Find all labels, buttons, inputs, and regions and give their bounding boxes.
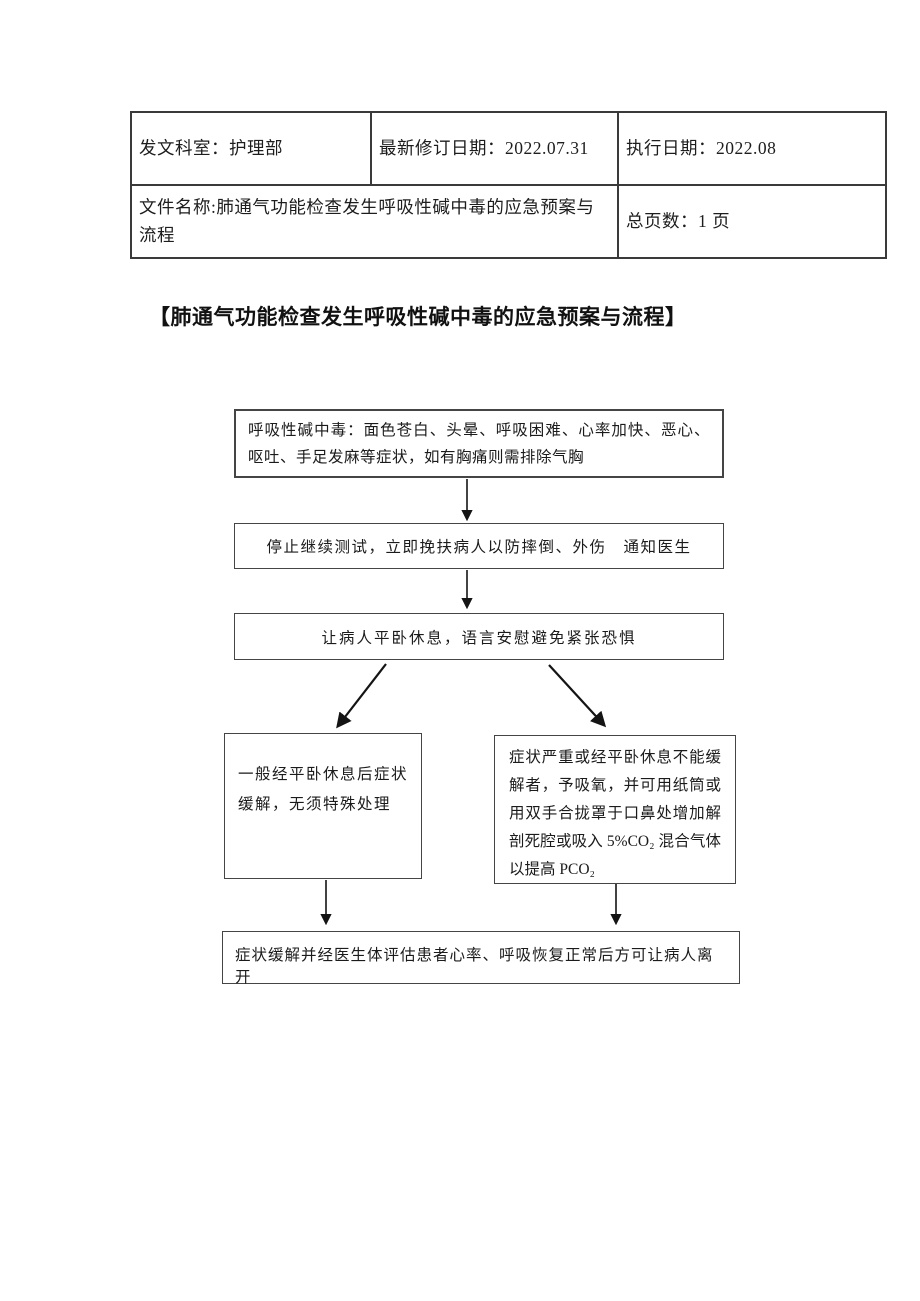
flow-step-symptoms: 呼吸性碱中毒：面色苍白、头晕、呼吸困难、心率加快、恶心、呕吐、手足发麻等症状，如… [234, 409, 724, 478]
issuing-dept-cell: 发文科室：护理部 [130, 111, 372, 186]
file-name-cell: 文件名称:肺通气功能检查发生呼吸性碱中毒的应急预案与流程 [130, 184, 619, 259]
flow-branch-mild: 一般经平卧休息后症状缓解，无须特殊处理 [224, 733, 422, 879]
diagonal-right-arrow-icon [548, 664, 607, 728]
flow-branch-severe: 症状严重或经平卧休息不能缓解者，予吸氧，并可用纸筒或用双手合拢罩于口鼻处增加解剖… [494, 735, 736, 884]
table-row: 文件名称:肺通气功能检查发生呼吸性碱中毒的应急预案与流程 总页数：1 页 [130, 184, 887, 259]
flow-step-rest: 让病人平卧休息，语言安慰避免紧张恐惧 [234, 613, 724, 660]
document-header-table: 发文科室：护理部 最新修订日期：2022.07.31 执行日期：2022.08 … [130, 111, 887, 259]
flow-step-stop-test-label: 停止继续测试，立即挽扶病人以防摔倒、外伤 通知医生 [266, 539, 692, 556]
table-row: 发文科室：护理部 最新修订日期：2022.07.31 执行日期：2022.08 [130, 111, 887, 186]
flow-step-discharge: 症状缓解并经医生体评估患者心率、呼吸恢复正常后方可让病人离开 [222, 931, 740, 986]
flow-step-stop-test: 停止继续测试，立即挽扶病人以防摔倒、外伤 通知医生 [234, 523, 724, 569]
document-title: 【肺通气功能检查发生呼吸性碱中毒的应急预案与流程】 [149, 306, 687, 329]
execution-date-cell: 执行日期：2022.08 [617, 111, 887, 186]
diagonal-left-arrow-icon [336, 663, 387, 729]
total-pages-cell: 总页数：1 页 [617, 184, 887, 259]
revision-date-cell: 最新修订日期：2022.07.31 [370, 111, 619, 186]
flow-step-rest-label: 让病人平卧休息，语言安慰避免紧张恐惧 [321, 629, 637, 647]
